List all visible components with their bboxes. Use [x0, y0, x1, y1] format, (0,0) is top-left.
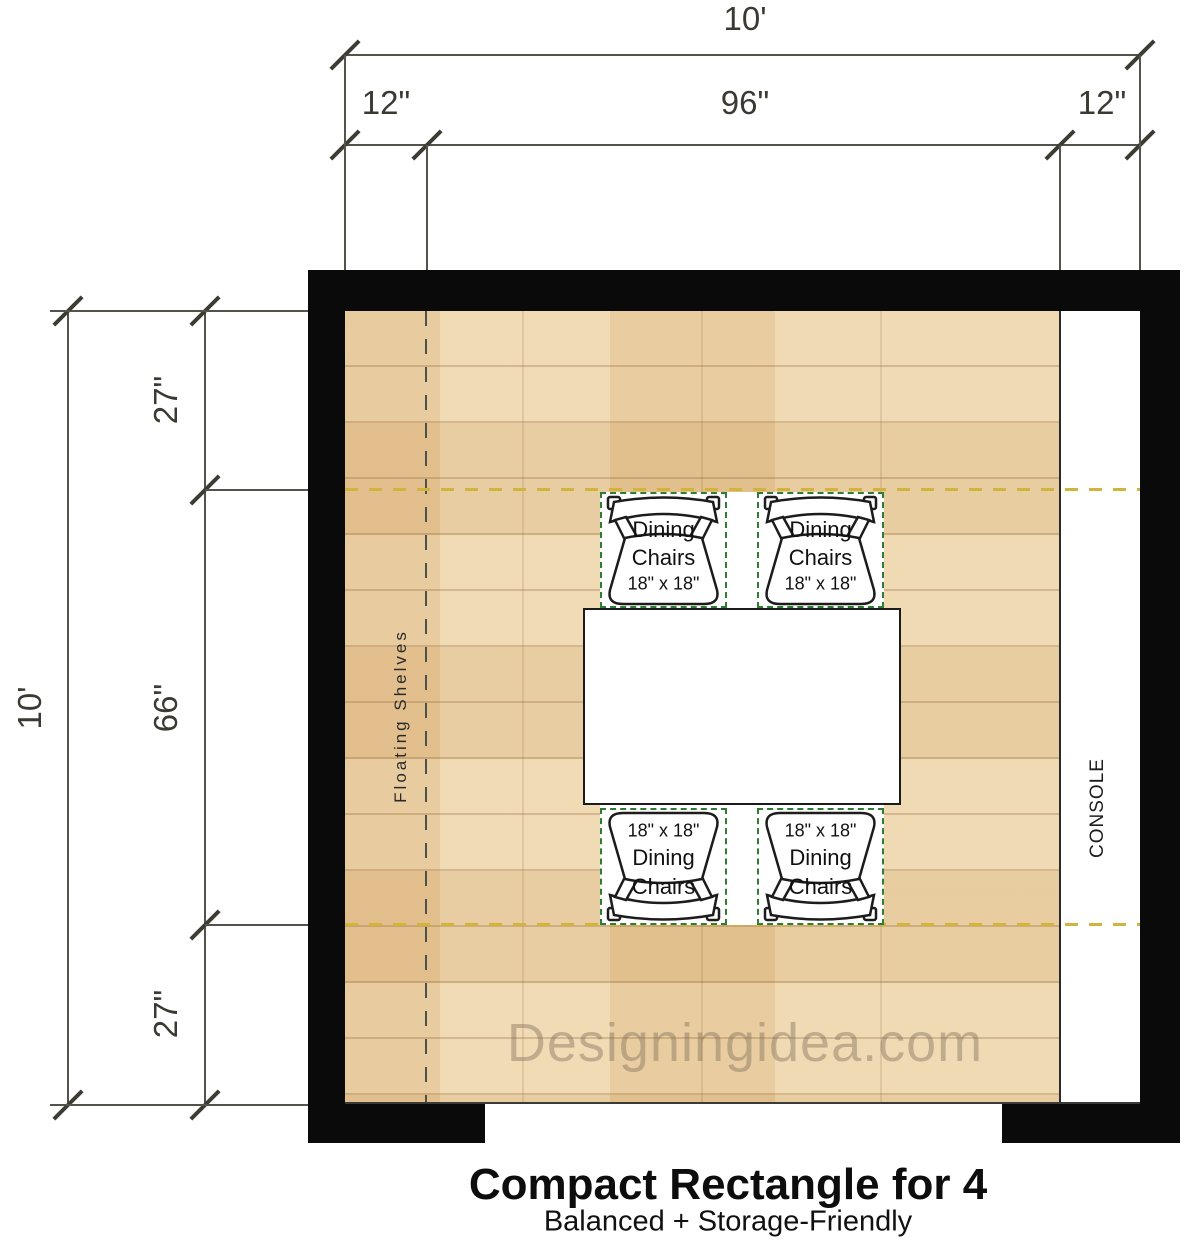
- chair-icon: [606, 811, 721, 922]
- wall-right: [1140, 270, 1180, 1143]
- plan-subtitle: Balanced + Storage-Friendly: [543, 1205, 913, 1238]
- dim-line-left-overall: [67, 311, 69, 1105]
- chair-clearance-box: [757, 808, 884, 925]
- extension-line: [205, 924, 345, 926]
- chair-clearance-box: [757, 492, 884, 608]
- dining-table: [583, 608, 901, 805]
- console-cabinet: [1059, 311, 1140, 1102]
- wall-left: [308, 270, 345, 1143]
- floor-bottom-edge: [345, 1102, 1140, 1104]
- wall-bottom-right: [1002, 1104, 1180, 1143]
- dim-left-top-label: 27": [147, 375, 184, 425]
- extension-line: [50, 310, 308, 312]
- dining-chair: 18" x 18" Dining Chairs: [757, 809, 884, 925]
- console-label: CONSOLE: [1087, 758, 1108, 858]
- wall-bottom-left: [308, 1104, 485, 1143]
- chair-label: Chairs: [631, 545, 696, 570]
- extension-line: [426, 145, 428, 270]
- extension-line: [205, 489, 345, 491]
- plan-title: Compact Rectangle for 4: [468, 1160, 988, 1209]
- dim-left-overall-label: 10': [11, 686, 48, 730]
- dim-line-top-segments: [345, 144, 1140, 146]
- chair-label: Chairs: [631, 874, 696, 899]
- dim-top-overall-label: 10': [723, 0, 767, 37]
- chair-label: Dining: [789, 517, 852, 542]
- wall-top: [308, 270, 1180, 311]
- extension-line: [344, 55, 346, 270]
- chair-icon: [763, 811, 878, 922]
- extension-line: [1059, 145, 1061, 270]
- dim-left-middle-label: 66": [147, 683, 184, 733]
- chair-label: Dining: [789, 845, 852, 870]
- dim-left-bottom-label: 27": [147, 989, 184, 1039]
- chair-clearance-box: [600, 808, 727, 925]
- chair-size-label: 18" x 18": [784, 573, 857, 594]
- extension-line: [50, 1104, 308, 1106]
- chair-label: Chairs: [788, 874, 853, 899]
- chair-label: Dining: [632, 845, 695, 870]
- dim-line-top-overall: [345, 54, 1140, 56]
- dining-chair: Dining Chairs 18" x 18": [757, 492, 884, 608]
- chair-label: Chairs: [788, 545, 853, 570]
- dim-top-right-label: 12": [1077, 84, 1127, 121]
- dining-chair: Dining Chairs 18" x 18": [600, 492, 727, 608]
- chair-size-label: 18" x 18": [627, 820, 700, 841]
- dining-chair: 18" x 18" Dining Chairs: [600, 809, 727, 925]
- chair-icon: [606, 495, 721, 606]
- chair-clearance-box: [600, 492, 727, 608]
- floating-shelves-label: Floating Shelves: [391, 629, 410, 803]
- chair-label: Dining: [632, 517, 695, 542]
- dim-top-left-label: 12": [361, 84, 411, 121]
- chair-size-label: 18" x 18": [784, 820, 857, 841]
- watermark: Designingidea.com: [506, 1013, 984, 1073]
- chair-size-label: 18" x 18": [627, 573, 700, 594]
- floating-shelves-line: [425, 311, 427, 1102]
- dim-top-center-label: 96": [720, 84, 770, 121]
- extension-line: [1139, 55, 1141, 270]
- dim-line-left-segments: [204, 311, 206, 1105]
- chair-icon: [763, 495, 878, 606]
- clearance-guide-line-top: [345, 488, 1140, 491]
